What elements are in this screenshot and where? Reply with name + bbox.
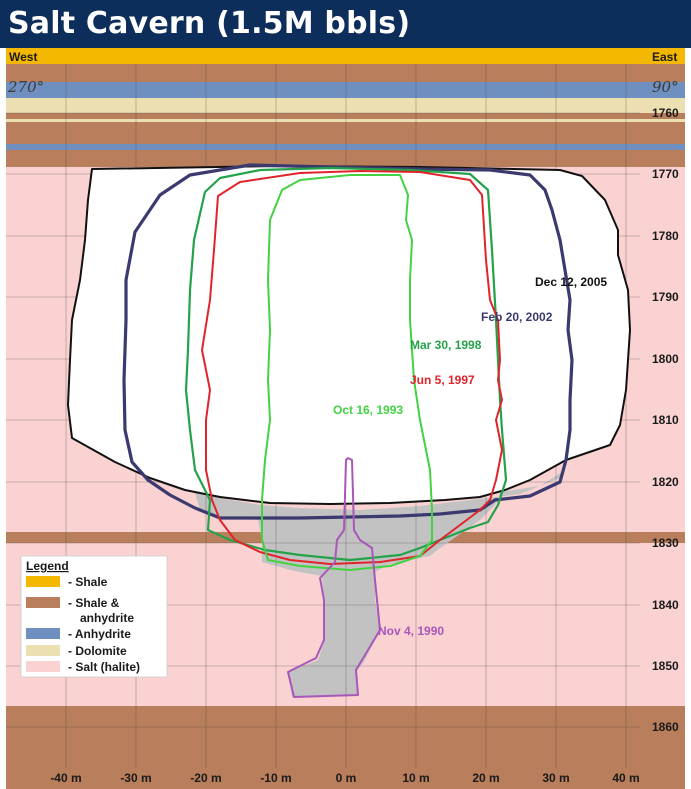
legend-label-dolomite: - Dolomite: [68, 644, 127, 658]
legend-label-salt: - Salt (halite): [68, 660, 140, 674]
depth-tick-label: 1790: [652, 290, 679, 304]
x-tick-label: -30 m: [120, 771, 151, 785]
outline-1993: [261, 174, 433, 571]
outline-1990: [287, 457, 381, 698]
x-tick-label: -20 m: [190, 771, 221, 785]
depth-tick-label: 1840: [652, 598, 679, 612]
depth-axis: 1760 1770 1780 1790 1800 1810 1820 1830 …: [652, 106, 679, 734]
legend-swatch-salt: [26, 661, 60, 672]
depth-tick-label: 1820: [652, 475, 679, 489]
legend-label-shale: - Shale: [68, 575, 108, 589]
survey-label-1998: Mar 30, 1998: [410, 338, 482, 352]
outline-1997: [201, 170, 503, 565]
x-tick-label: 0 m: [336, 771, 357, 785]
legend-title: Legend: [26, 559, 69, 573]
x-tick-label: 10 m: [402, 771, 429, 785]
survey-outlines: [67, 163, 631, 698]
depth-tick-label: 1850: [652, 659, 679, 673]
legend-swatch-anhydrite: [26, 628, 60, 639]
x-tick-label: -10 m: [260, 771, 291, 785]
cavity-fill: [195, 470, 565, 697]
layer-anhydrite-2: [6, 144, 685, 150]
legend: Legend - Shale - Shale & anhydrite - Anh…: [20, 555, 168, 678]
x-tick-label: 20 m: [472, 771, 499, 785]
layer-dolomite-1: [6, 98, 685, 113]
depth-tick-label: 1830: [652, 536, 679, 550]
survey-label-1993: Oct 16, 1993: [333, 403, 403, 417]
legend-swatch-dolomite: [26, 645, 60, 656]
legend-label-shale-anhydrite-2: anhydrite: [80, 611, 134, 625]
layer-anhydrite-1: [6, 82, 685, 98]
x-tick-label: 40 m: [612, 771, 639, 785]
layer-shale-anhydrite-1: [6, 64, 685, 82]
survey-label-1990: Nov 4, 1990: [378, 624, 444, 638]
depth-tick-label: 1810: [652, 413, 679, 427]
cavity-gray-region: [195, 470, 565, 697]
x-axis: -40 m -30 m -20 m -10 m 0 m 10 m 20 m 30…: [50, 771, 639, 785]
layer-shale-anhydrite-6: [6, 706, 685, 789]
layer-shale-anhydrite-4: [6, 150, 685, 167]
legend-swatch-shale: [26, 576, 60, 587]
legend-swatch-shale-anhydrite: [26, 597, 60, 608]
depth-tick-label: 1780: [652, 229, 679, 243]
west-bearing: 270°: [7, 78, 44, 96]
survey-labels: Dec 12, 2005 Feb 20, 2002 Mar 30, 1998 J…: [333, 275, 607, 638]
depth-tick-label: 1770: [652, 167, 679, 181]
survey-label-1997: Jun 5, 1997: [410, 373, 475, 387]
title-bar: Salt Cavern (1.5M bbls): [0, 0, 691, 48]
east-bearing: 90°: [652, 78, 679, 96]
west-label: West: [9, 50, 37, 64]
legend-label-anhydrite: - Anhydrite: [68, 627, 131, 641]
outline-2002: [122, 163, 574, 520]
outline-2005: [67, 165, 631, 505]
layer-dolomite-2: [6, 119, 685, 122]
survey-label-2002: Feb 20, 2002: [481, 310, 553, 324]
depth-tick-label: 1800: [652, 352, 679, 366]
survey-label-2005: Dec 12, 2005: [535, 275, 607, 289]
x-tick-label: -40 m: [50, 771, 81, 785]
legend-label-shale-anhydrite: - Shale &: [68, 596, 120, 610]
layer-shale-top: [6, 48, 685, 64]
page-title: Salt Cavern (1.5M bbls): [8, 6, 411, 41]
depth-tick-label: 1760: [652, 106, 679, 120]
layer-shale-anhydrite-3: [6, 122, 685, 144]
east-label: East: [652, 50, 677, 64]
depth-tick-label: 1860: [652, 720, 679, 734]
x-tick-label: 30 m: [542, 771, 569, 785]
layer-shale-anhydrite-2: [6, 113, 685, 119]
